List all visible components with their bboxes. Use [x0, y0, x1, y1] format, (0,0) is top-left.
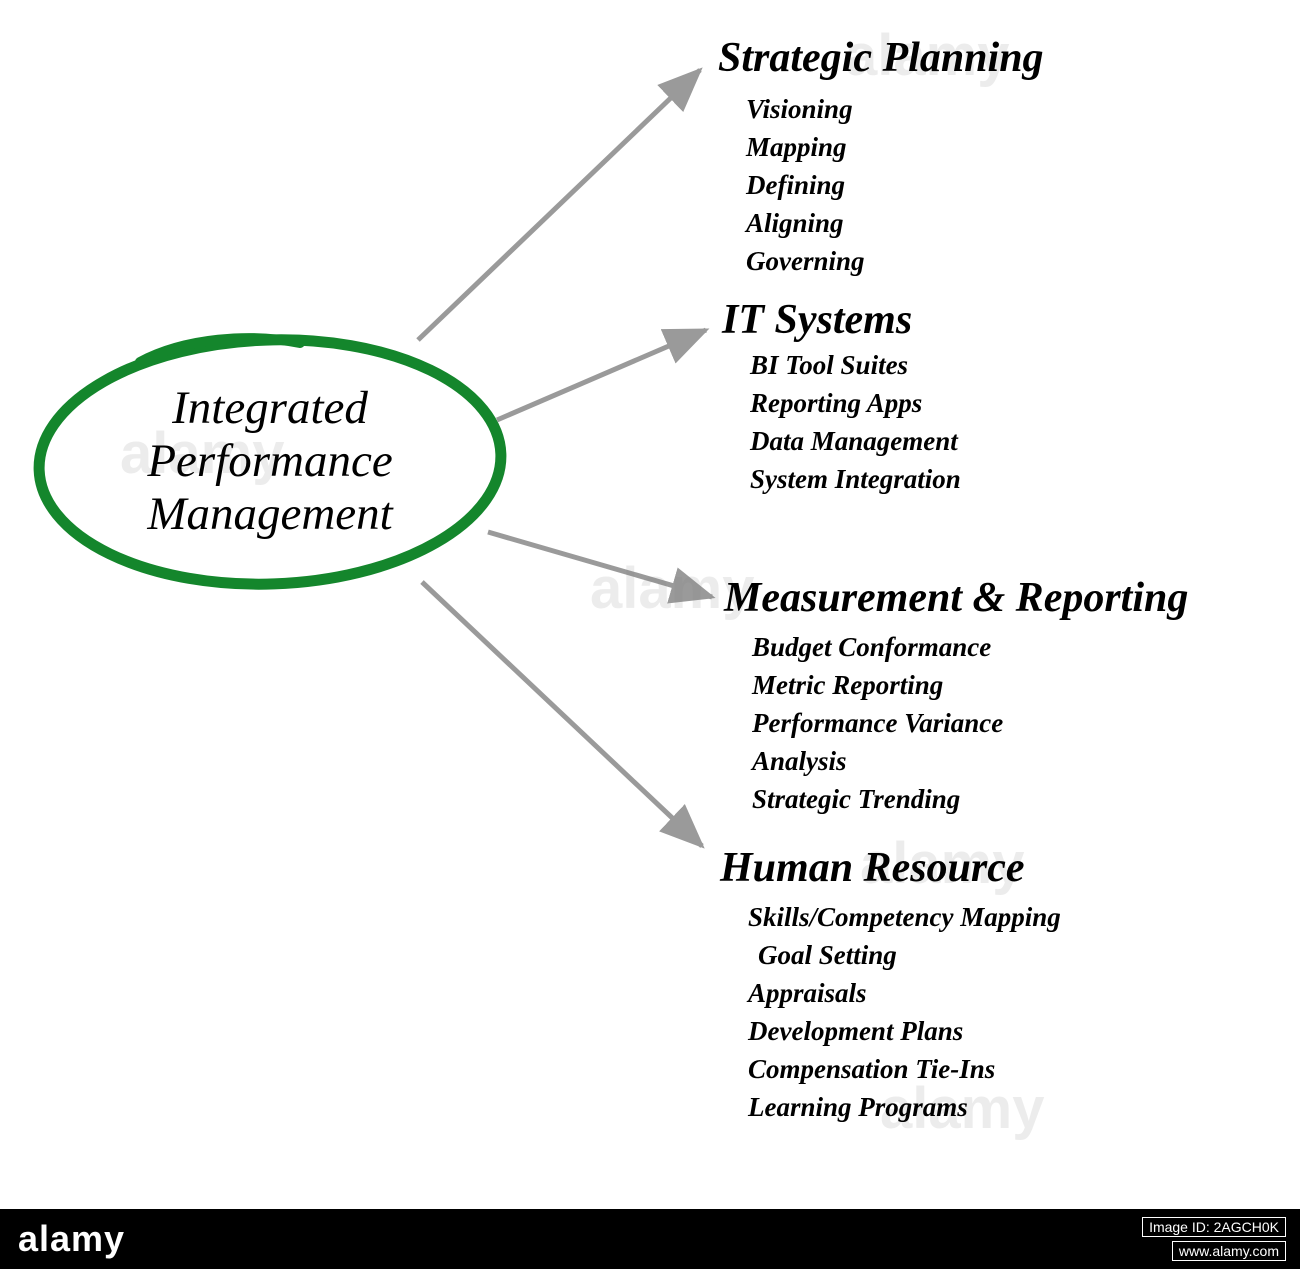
arrow-human-resource: [420, 580, 705, 849]
center-label-line: Management: [147, 488, 393, 540]
arrow-strategic-planning: [416, 67, 703, 342]
section-title: IT Systems: [722, 297, 913, 343]
section-measurement-reporting: Measurement & Reporting Budget Conforman…: [724, 574, 1188, 818]
diagram-item: Goal Setting: [758, 940, 897, 970]
diagram-item: Development Plans: [748, 1016, 964, 1046]
diagram-item: Mapping: [746, 132, 847, 162]
arrow-measurement: [487, 529, 716, 604]
diagram-item: System Integration: [750, 464, 961, 494]
diagram-item: Appraisals: [748, 978, 867, 1008]
center-label-line: Integrated: [172, 382, 368, 434]
diagram-item: Performance Variance: [752, 708, 1004, 738]
section-strategic-planning: Strategic Planning Visioning Mapping Def…: [718, 34, 1044, 280]
arrow-it-systems: [496, 327, 710, 423]
center-label-line: Performance: [147, 435, 393, 487]
diagram-canvas: alamy alamy alamy alamy alamy Integrated…: [33, 23, 1188, 1141]
diagram-item: Strategic Trending: [752, 784, 961, 814]
footer-meta: Image ID: 2AGCH0K www.alamy.com: [1142, 1217, 1286, 1261]
center-ellipse: [33, 333, 507, 590]
diagram-item: Skills/Competency Mapping: [748, 902, 1061, 932]
diagram-item: Reporting Apps: [750, 388, 923, 418]
diagram-item: Analysis: [752, 746, 847, 776]
diagram-item: Data Management: [750, 426, 958, 456]
alamy-logo: alamy: [18, 1218, 126, 1259]
footer-bar: alamy Image ID: 2AGCH0K www.alamy.com: [0, 1209, 1300, 1269]
diagram-item: Metric Reporting: [752, 670, 944, 700]
section-title: Human Resource: [720, 845, 1025, 891]
section-title: Measurement & Reporting: [724, 575, 1189, 621]
image-id: Image ID: 2AGCH0K: [1142, 1217, 1286, 1237]
diagram-item: Compensation Tie-Ins: [748, 1054, 996, 1084]
section-title: Strategic Planning: [718, 35, 1044, 81]
section-it-systems: IT Systems BI Tool Suites Reporting Apps…: [722, 296, 961, 498]
footer-url: www.alamy.com: [1171, 1241, 1286, 1261]
diagram-item: Learning Programs: [748, 1092, 968, 1122]
diagram-item: Visioning: [746, 94, 853, 124]
diagram-item: Defining: [746, 170, 846, 200]
diagram-item: Governing: [746, 246, 865, 276]
connector-layer: [33, 67, 716, 849]
diagram-item: Budget Conformance: [752, 632, 992, 662]
diagram-item: BI Tool Suites: [750, 350, 909, 380]
center-label: Integrated Performance Management: [40, 382, 500, 541]
diagram-item: Aligning: [746, 208, 844, 238]
section-human-resource: Human Resource Skills/Competency Mapping…: [720, 844, 1061, 1126]
